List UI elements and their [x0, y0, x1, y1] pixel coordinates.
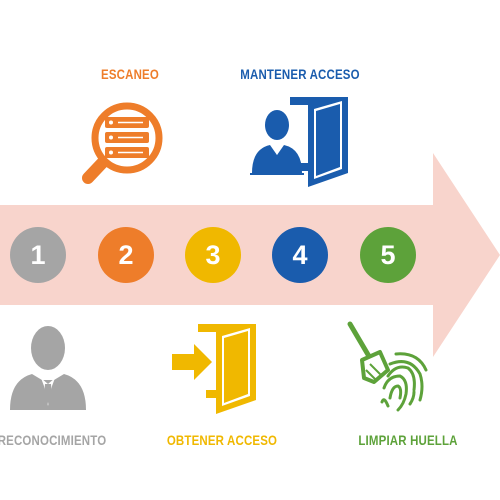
broom-fingerprint-icon — [347, 321, 428, 412]
step-4-circle: 4 — [272, 227, 328, 283]
step-4-label: MANTENER ACCESO — [240, 66, 360, 82]
step-5-label: LIMPIAR HUELLA — [358, 432, 458, 448]
step-1-label: RECONOCIMIENTO — [0, 432, 107, 448]
person-icon — [10, 326, 86, 410]
step-1-circle: 1 — [10, 227, 66, 283]
step-2-circle: 2 — [98, 227, 154, 283]
step-2-label: ESCANEO — [101, 66, 159, 82]
door-enter-icon — [172, 324, 256, 414]
step-3-label: OBTENER ACCESO — [166, 432, 278, 448]
magnifier-server-icon — [82, 102, 163, 184]
person-door-icon — [250, 97, 348, 187]
step-5-circle: 5 — [360, 227, 416, 283]
step-3-circle: 3 — [185, 227, 241, 283]
